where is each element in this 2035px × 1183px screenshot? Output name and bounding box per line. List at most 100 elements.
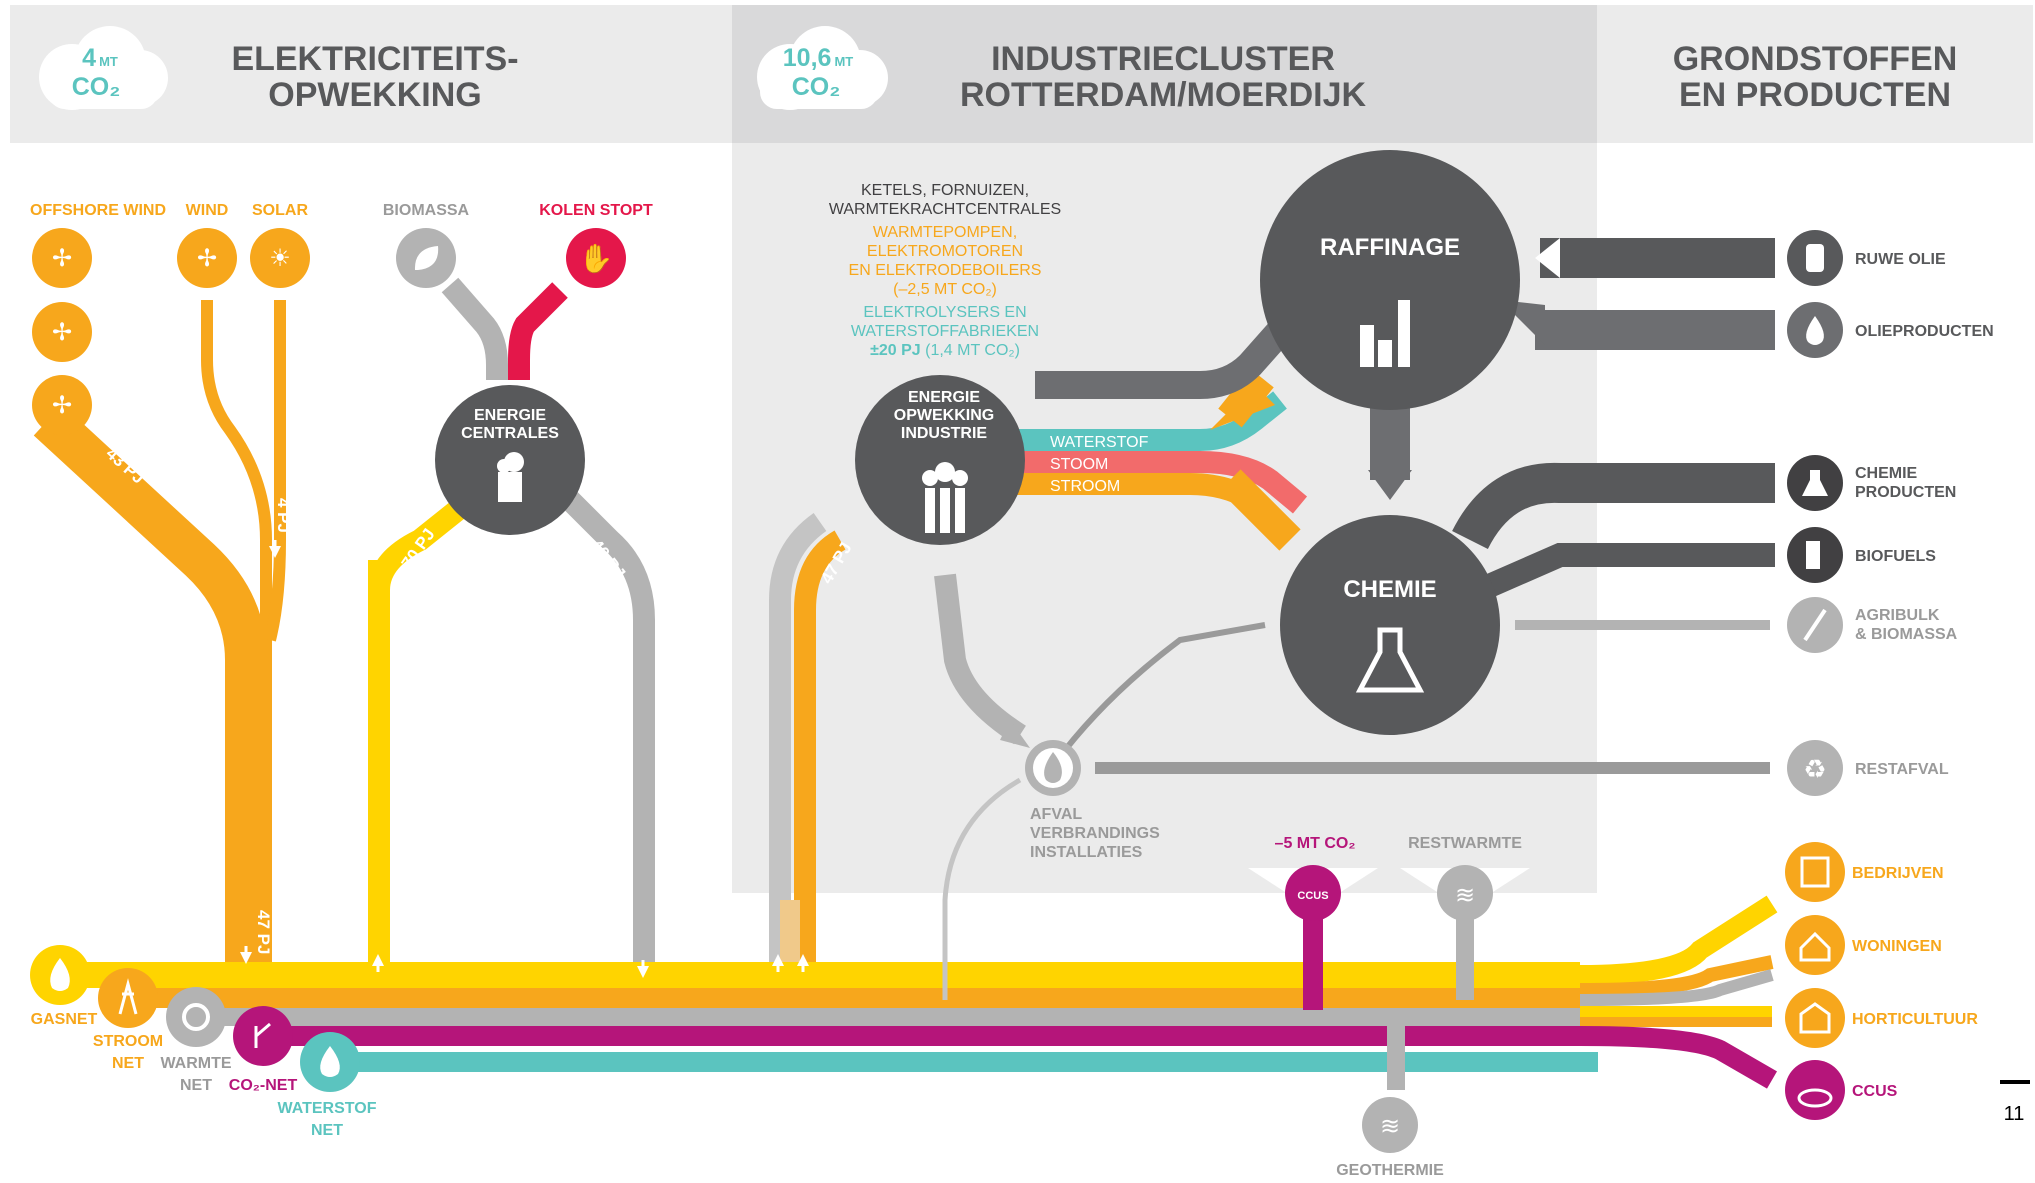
cloud-mid-value: 10,6 xyxy=(783,44,832,72)
svg-text:✢: ✢ xyxy=(52,319,72,346)
solar-label: SOLAR xyxy=(252,202,308,219)
waterstofnet-line xyxy=(330,1052,1598,1072)
co2net-label: CO₂-NET xyxy=(229,1077,298,1094)
waterstofnet-label-2: NET xyxy=(311,1122,343,1139)
flame-icon xyxy=(1044,752,1062,783)
note-teal-bold: ±20 PJ xyxy=(870,342,921,359)
restwarmte-node: RESTWARMTE ≋ xyxy=(1408,835,1522,921)
product-biofuels: BIOFUELS xyxy=(1787,527,1936,583)
wind-turbine-icon xyxy=(32,228,92,288)
co2-network-icon xyxy=(233,1006,293,1066)
afval-label-2: VERBRANDINGS xyxy=(1030,825,1160,842)
industrie-label-1: ENERGIE xyxy=(908,389,980,406)
wind-label: WIND xyxy=(186,202,229,219)
recycle-icon xyxy=(1787,740,1843,796)
note-teal-1: ELEKTROLYSERS EN xyxy=(863,304,1026,321)
biomassa-label: BIOMASSA xyxy=(383,202,470,219)
cloud-mid-unit: MT xyxy=(834,54,853,69)
output-ccus: CCUS xyxy=(1785,1060,1898,1120)
greenhouse-icon xyxy=(1785,988,1845,1048)
raffinage-node: RAFFINAGE xyxy=(1260,150,1520,410)
ruwe-olie-label: RUWE OLIE xyxy=(1855,251,1946,268)
wind-source: WIND ✢ xyxy=(177,202,237,288)
chemie-node: CHEMIE xyxy=(1280,515,1500,735)
svg-text:±20 PJ (1,4 MT CO₂): ±20 PJ (1,4 MT CO₂) xyxy=(870,342,1020,359)
flow-label-to-net: 47 PJ xyxy=(254,910,273,954)
net-warmte: WARMTE NET xyxy=(160,987,232,1094)
agribulk-label-2: & BIOMASSA xyxy=(1855,626,1958,643)
gasnet-line xyxy=(50,962,1580,988)
heat-icon xyxy=(1362,1097,1418,1153)
header-title-mid-2: ROTTERDAM/MOERDIJK xyxy=(960,76,1367,114)
building-icon xyxy=(1785,842,1845,902)
svg-text:✢: ✢ xyxy=(197,245,217,272)
net-waterstof: WATERSTOF NET xyxy=(278,1032,377,1139)
note-teal-2: WATERSTOFFABRIEKEN xyxy=(851,323,1039,340)
geothermie-node: ≋ GEOTHERMIE xyxy=(1336,1097,1444,1179)
centrales-label-1: ENERGIE xyxy=(474,407,546,424)
kolen-flow xyxy=(508,282,568,380)
wind-flow xyxy=(201,300,272,1000)
bedrijven-label: BEDRIJVEN xyxy=(1852,865,1944,882)
energie-industrie-node: ENERGIE OPWEKKING INDUSTRIE xyxy=(855,375,1025,545)
geothermie-label: GEOTHERMIE xyxy=(1336,1162,1444,1178)
note-orange-2: ELEKTROMOTOREN xyxy=(867,243,1023,260)
cloud-left-value: 4 xyxy=(82,44,96,72)
svg-text:☀: ☀ xyxy=(269,245,291,272)
wind-turbine-icon xyxy=(32,375,92,435)
output-bedrijven: BEDRIJVEN xyxy=(1785,842,1944,902)
svg-text:✢: ✢ xyxy=(52,392,72,419)
waterstofnet-label-1: WATERSTOF xyxy=(278,1100,377,1117)
biomassa-flow xyxy=(441,277,508,380)
header-title-right-2: EN PRODUCTEN xyxy=(1679,76,1951,114)
ccus-top-label: –5 MT CO₂ xyxy=(1275,835,1356,852)
svg-text:4MT: 4MT xyxy=(82,44,118,72)
svg-text:≋: ≋ xyxy=(1380,1113,1400,1140)
restafval-label: RESTAFVAL xyxy=(1855,761,1949,778)
svg-text:≋: ≋ xyxy=(1455,882,1475,909)
afval-label-1: AFVAL xyxy=(1030,806,1082,823)
chemie-producten-label-1: CHEMIE xyxy=(1855,465,1918,482)
product-agribulk: AGRIBULK & BIOMASSA xyxy=(1787,597,1958,653)
cloud-left-unit: MT xyxy=(99,54,118,69)
house-icon xyxy=(1785,915,1845,975)
ccus-output-label: CCUS xyxy=(1852,1083,1898,1100)
afval-node: AFVAL VERBRANDINGS INSTALLATIES xyxy=(1025,740,1160,861)
stream-waterstof-label: WATERSTOF xyxy=(1050,434,1149,451)
cloud-mid-label: CO₂ xyxy=(792,73,841,101)
svg-text:♻: ♻ xyxy=(1803,754,1826,784)
stop-hand-icon xyxy=(566,228,626,288)
page-number: 11 xyxy=(2004,1103,2025,1125)
stroomnet-label-2: NET xyxy=(112,1055,144,1072)
restwarmte-label: RESTWARMTE xyxy=(1408,835,1522,852)
flow-label-wind-solar: 4 PJ xyxy=(274,498,293,533)
note-teal-rest: (1,4 MT CO₂) xyxy=(925,342,1020,359)
ccus-badge: CCUS xyxy=(1297,890,1328,902)
gasnet-label: GASNET xyxy=(31,1011,98,1028)
warmtenet-line xyxy=(195,1008,1580,1026)
note-grey-1: KETELS, FORNUIZEN, xyxy=(861,182,1029,199)
header-title-mid-1: INDUSTRIECLUSTER xyxy=(991,40,1335,78)
offshore-flow xyxy=(33,404,267,1000)
offshore-wind-source: OFFSHORE WIND ✢ ✢ ✢ xyxy=(30,202,166,435)
product-olieproducten: OLIEPRODUCTEN xyxy=(1787,302,1994,358)
industry-up-flow xyxy=(794,530,846,1000)
warmtenet-label-2: NET xyxy=(180,1077,212,1094)
industry-notes: KETELS, FORNUIZEN, WARMTEKRACHTCENTRALES… xyxy=(829,182,1061,359)
header-title-left-2: OPWEKKING xyxy=(268,76,481,114)
chemie-producten-label-2: PRODUCTEN xyxy=(1855,484,1956,501)
biofuels-label: BIOFUELS xyxy=(1855,548,1936,565)
wind-turbine-icon xyxy=(32,302,92,362)
industrie-label-2: OPWEKKING xyxy=(894,407,994,424)
woningen-label: WONINGEN xyxy=(1852,938,1942,955)
warmtenet-label-1: WARMTE xyxy=(160,1055,231,1072)
svg-text:✋: ✋ xyxy=(579,242,614,274)
header-title-right-1: GRONDSTOFFEN xyxy=(1673,40,1958,78)
svg-text:10,6MT: 10,6MT xyxy=(783,44,854,72)
svg-text:✢: ✢ xyxy=(52,245,72,272)
plants-down-flow xyxy=(542,472,655,1000)
note-orange-3: EN ELEKTRODEBOILERS xyxy=(849,262,1042,279)
raffinage-label: RAFFINAGE xyxy=(1320,234,1460,261)
